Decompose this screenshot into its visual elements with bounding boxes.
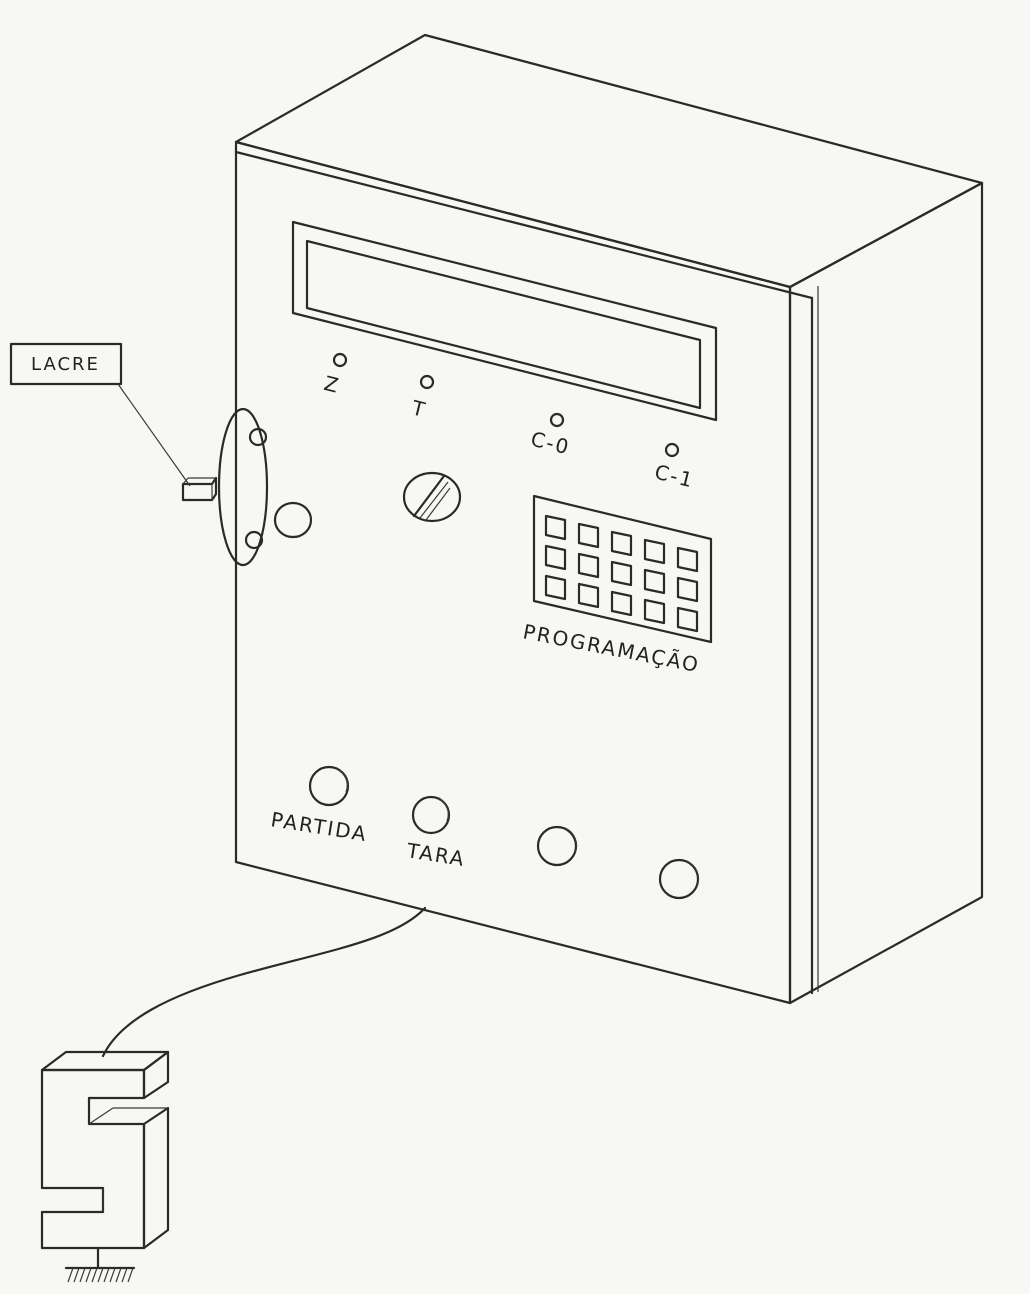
keypad-key[interactable]	[610, 590, 633, 617]
ground-hatch-line	[109, 1267, 116, 1283]
cabinet-top-face	[234, 33, 984, 289]
third-button[interactable]	[536, 825, 578, 867]
keypad-key[interactable]	[676, 576, 699, 603]
keypad-key[interactable]	[577, 552, 600, 579]
start-button-rim	[335, 767, 348, 793]
knob-marker-2	[419, 481, 449, 519]
front-buttons: PARTIDA TARA	[269, 765, 700, 900]
lamp-t-label: T	[409, 395, 430, 422]
door-handle[interactable]	[273, 501, 313, 539]
start-button-cap[interactable]	[308, 765, 350, 807]
seal-callout-label: LACRE	[31, 354, 100, 375]
display-frame	[291, 220, 718, 422]
lamp-c0-label: C-0	[528, 427, 573, 460]
ground-hatch-line	[121, 1267, 128, 1283]
keypad-title: PROGRAMAÇÃO	[521, 619, 702, 677]
keypad-key[interactable]	[544, 544, 567, 571]
lamp-c0	[549, 412, 565, 428]
ground-hatch-line	[73, 1267, 80, 1283]
knob-body[interactable]	[402, 471, 462, 523]
keypad-key[interactable]	[643, 538, 666, 565]
keypad-key[interactable]	[643, 598, 666, 625]
third-button-cap[interactable]	[536, 825, 578, 867]
ground-hatch-line	[91, 1267, 98, 1283]
keypad-key[interactable]	[643, 568, 666, 595]
lamp-c1	[664, 442, 680, 458]
seal-callout: LACRE	[9, 342, 191, 487]
selector-knob[interactable]	[402, 471, 462, 523]
lock-assembly	[181, 407, 313, 567]
tare-button-label: TARA	[404, 838, 467, 871]
keypad-key[interactable]	[544, 574, 567, 601]
start-button[interactable]	[308, 765, 350, 807]
lock-screw-top	[248, 427, 268, 447]
lock-screw-bottom	[244, 530, 264, 550]
cabinet-side-face	[788, 181, 984, 1005]
knob-marker-3	[425, 487, 451, 521]
ground-hatch-line	[103, 1267, 110, 1283]
display-screen	[305, 239, 702, 410]
seal-block-edge	[182, 477, 189, 485]
fourth-button[interactable]	[658, 858, 700, 900]
ground-hatch-line	[79, 1267, 86, 1283]
keypad-key[interactable]	[676, 546, 699, 573]
tare-button-rim	[437, 797, 449, 822]
start-button-label: PARTIDA	[269, 807, 369, 846]
keypad-key[interactable]	[676, 606, 699, 633]
keypad-frame	[532, 494, 713, 644]
load-cell-right	[142, 1050, 170, 1100]
tare-button-cap[interactable]	[411, 795, 451, 835]
display	[291, 220, 718, 422]
indicator-lamps: Z T C-0 C-1	[322, 352, 697, 493]
third-button-rim	[564, 827, 578, 854]
cabinet-front-face	[234, 140, 792, 1005]
tare-button[interactable]	[411, 795, 451, 835]
ground-hatch-line	[97, 1267, 104, 1283]
cabinet	[234, 33, 984, 1005]
load-cell-slot-edge	[88, 1107, 114, 1125]
door-edge-top	[234, 150, 814, 300]
seal-leader-line	[117, 383, 191, 487]
ground-hatch-line	[127, 1267, 134, 1283]
fourth-button-rim	[685, 860, 699, 887]
ground-hatch-line	[67, 1267, 74, 1283]
knob-marker	[412, 474, 446, 518]
ground-hatch-line	[115, 1267, 122, 1283]
load-cell-front	[40, 1068, 146, 1250]
keypad-key[interactable]	[577, 522, 600, 549]
load-cell	[40, 1050, 170, 1283]
load-cell-right-lower	[142, 1106, 170, 1250]
seal-block	[181, 476, 218, 502]
keypad-key[interactable]	[577, 582, 600, 609]
lamp-t	[419, 374, 435, 390]
seal-callout-box	[9, 342, 123, 386]
fourth-button-cap[interactable]	[658, 858, 700, 900]
lamp-z	[332, 352, 348, 368]
lamp-z-label: Z	[322, 371, 343, 398]
load-cell-cable	[101, 906, 427, 1058]
lamp-c1-label: C-1	[652, 460, 697, 493]
lock-plate	[217, 407, 269, 567]
ground-hatch-line	[85, 1267, 92, 1283]
keypad-key[interactable]	[544, 514, 567, 541]
keypad-keys[interactable]	[544, 514, 699, 633]
keypad-key[interactable]	[610, 560, 633, 587]
ground-hatch	[67, 1267, 134, 1283]
keypad-key[interactable]	[610, 530, 633, 557]
keypad: PROGRAMAÇÃO	[521, 494, 713, 677]
